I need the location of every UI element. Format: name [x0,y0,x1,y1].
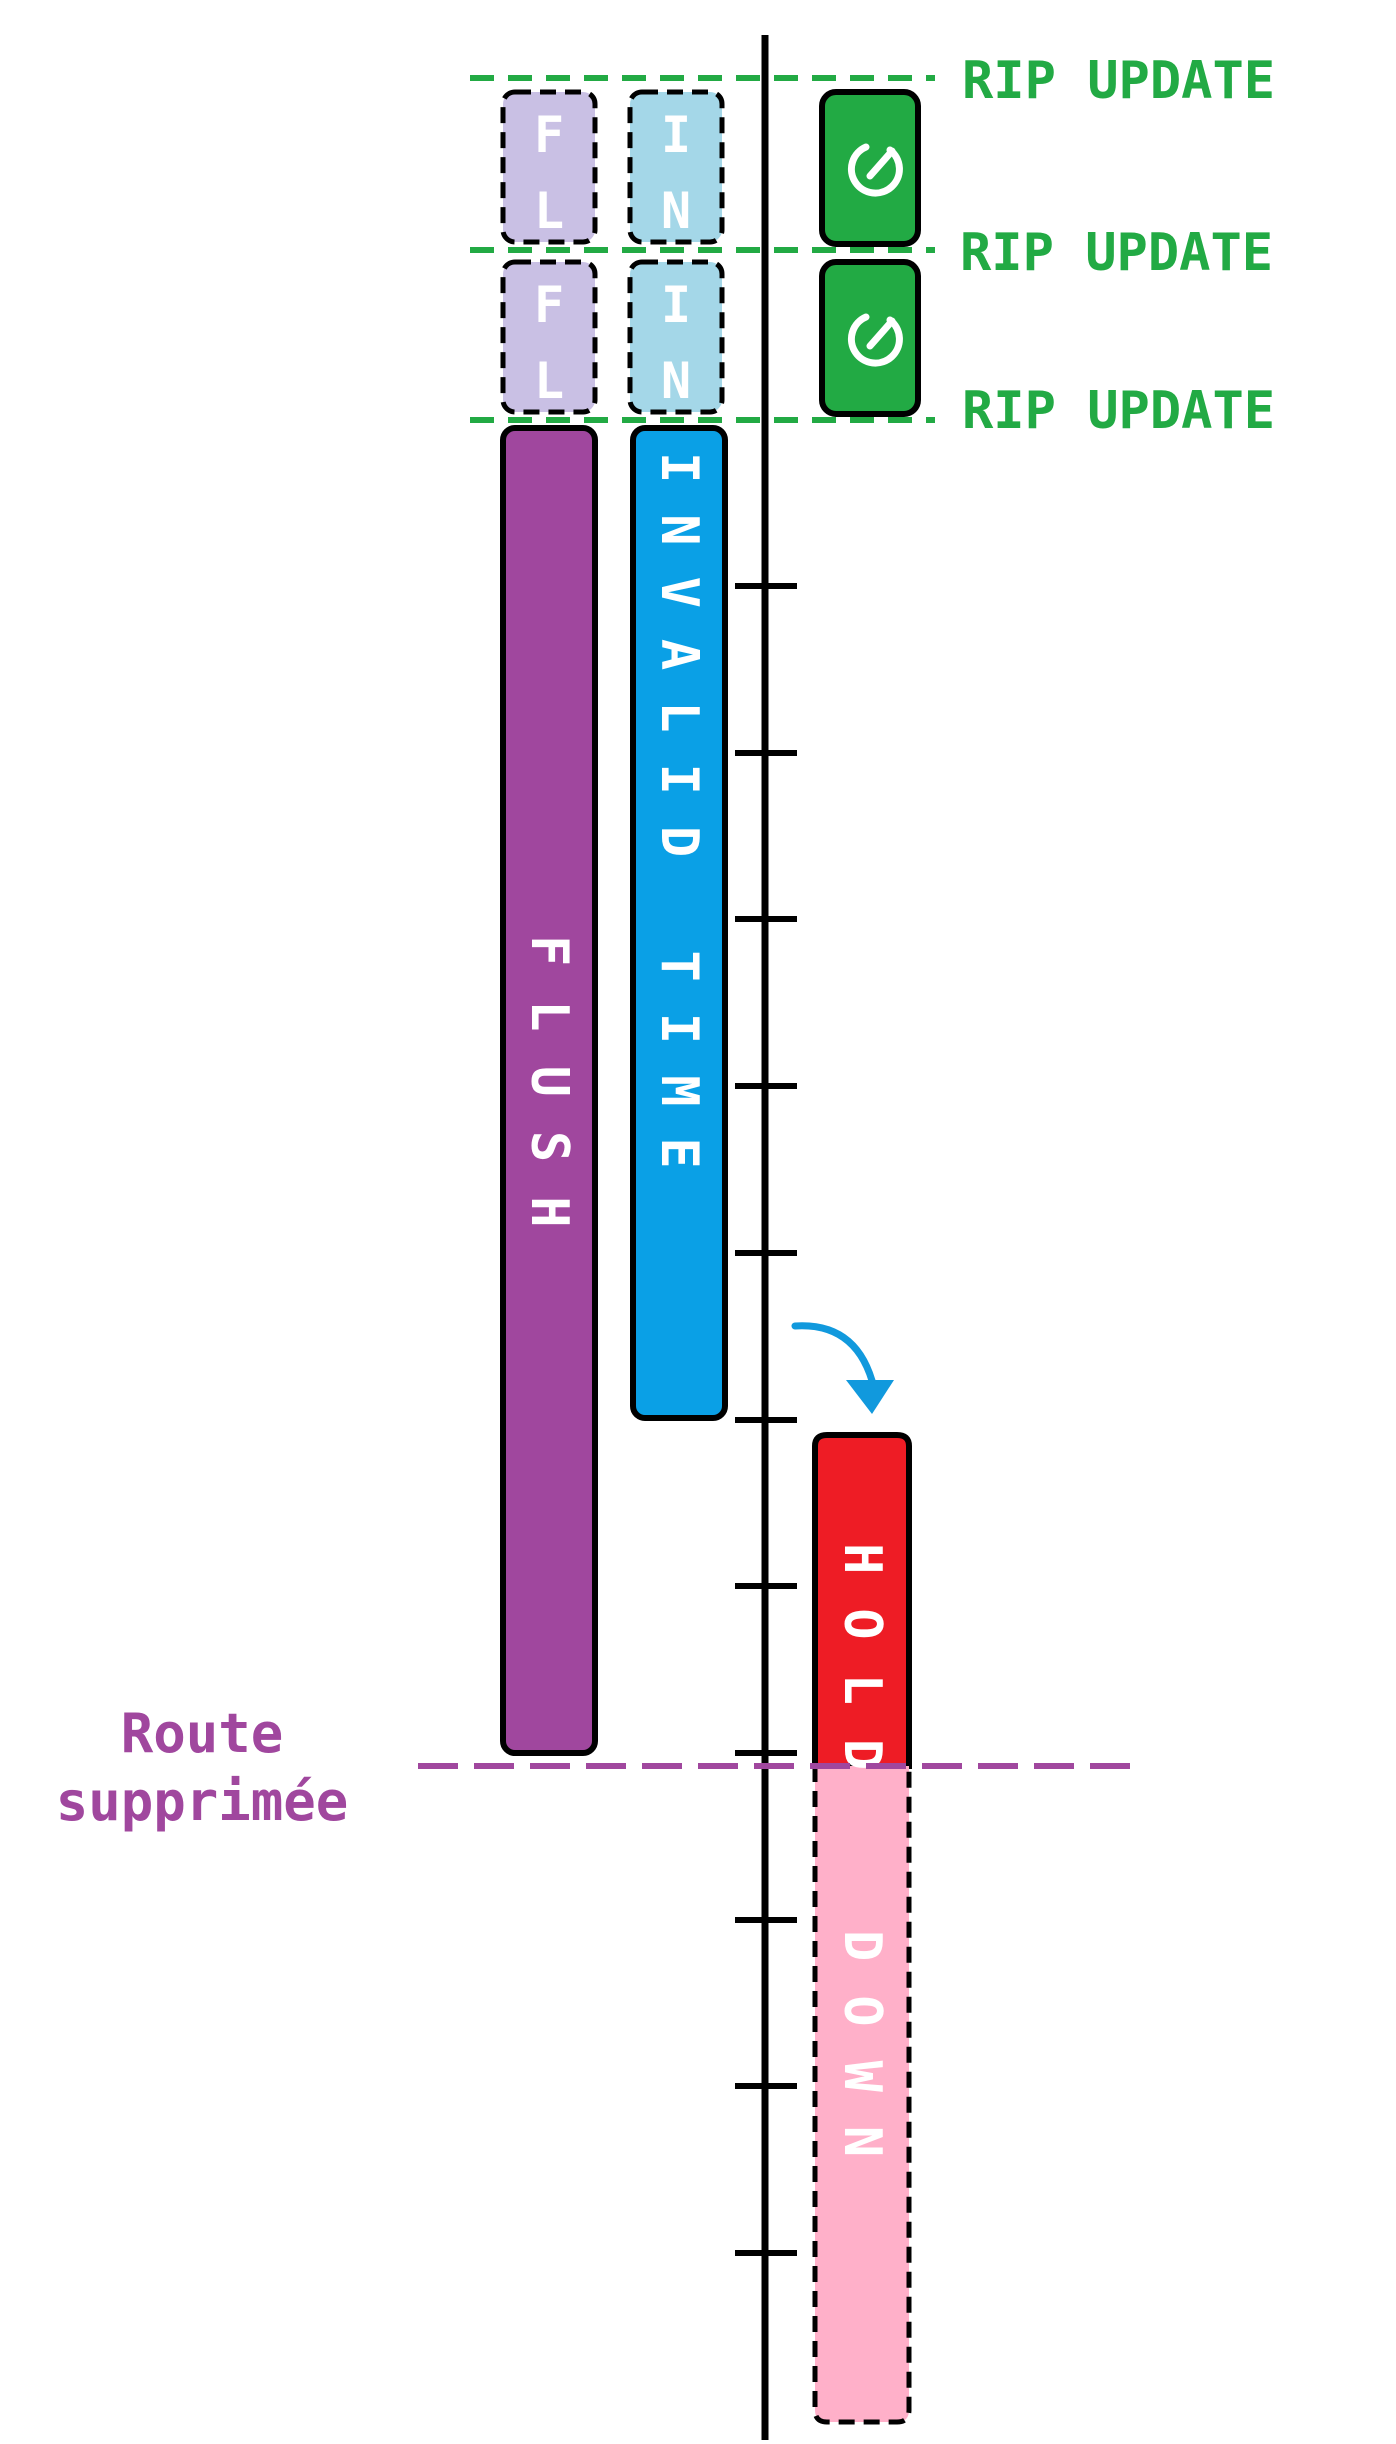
rip-update-lines [470,75,935,423]
refresh-icon [819,259,921,417]
flush-short-2: F L [500,259,598,415]
curved-arrow-icon [791,1322,894,1414]
invalid-short-1: I N [627,89,725,245]
flush-short-letter: L [534,352,564,410]
rip-update-label: RIP UPDATE [960,223,1273,283]
flush-timer-bar: FLUSH [500,425,598,1756]
flush-short-letter: L [534,182,564,240]
hold-label: HOLD [832,1543,892,1804]
down-label: DOWN [832,1930,892,2191]
rip-update-label: RIP UPDATE [962,381,1275,441]
rip-update-label: RIP UPDATE [962,51,1275,111]
route-removed-label: Route [121,1702,284,1765]
invalid-timer-bar: INVALID TIME [630,425,728,1421]
route-removed-label: supprimée [56,1770,349,1833]
invalid-short-letter: N [661,352,691,410]
invalid-short-letter: N [661,182,691,240]
invalid-short-letter: I [661,106,691,164]
invalid-short-2: I N [627,259,725,415]
flush-timer-label: FLUSH [519,935,579,1262]
holddown-timer-bar: HOLD DOWN [812,1432,912,2425]
timeline-ticks [735,583,797,2256]
invalid-short-letter: I [661,276,691,334]
flush-short-1: F L [500,89,598,245]
invalid-timer-label: INVALID TIME [649,452,709,1200]
refresh-icon [819,89,921,247]
flush-short-letter: F [534,106,564,164]
flush-short-letter: F [534,276,564,334]
